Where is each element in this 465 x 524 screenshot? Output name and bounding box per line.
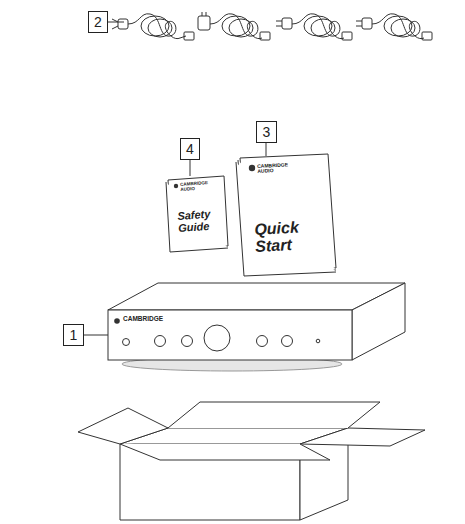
power-cord	[276, 14, 352, 40]
booklet-title: Safety Guide	[177, 208, 223, 234]
callout-number: 3	[256, 121, 277, 143]
safety-guide-booklet	[166, 176, 228, 252]
power-cord	[356, 14, 432, 40]
power-cord	[112, 14, 194, 40]
leader-line	[107, 22, 124, 23]
open-cardboard-box	[78, 402, 425, 520]
callout-number: 2	[88, 11, 108, 33]
amplifier-unit	[108, 283, 405, 371]
booklet-title: Quick Start	[254, 218, 326, 255]
quick-start-booklet	[236, 154, 336, 276]
brand-text: CAMBRIDGE AUDIO	[257, 162, 294, 174]
leader-line	[190, 160, 191, 176]
power-cord	[198, 12, 270, 40]
callout-number: 4	[180, 138, 200, 160]
leader-line	[84, 335, 108, 336]
brand-text: CAMBRIDGE AUDIO	[180, 181, 207, 192]
brand-logo-text: CAMBRIDGE	[123, 316, 183, 323]
leader-line	[266, 143, 267, 156]
callout-number: 1	[63, 324, 84, 346]
